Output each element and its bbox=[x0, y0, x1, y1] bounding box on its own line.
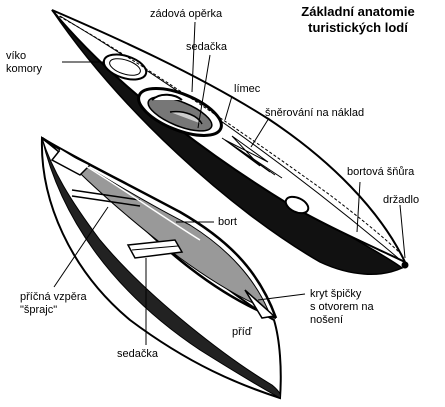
label-bow: příď bbox=[232, 326, 252, 338]
label-cockpit-rim: límec bbox=[234, 83, 261, 95]
diagram-title: Základní anatomie turistických lodí bbox=[301, 4, 415, 35]
label-deck-plate: kryt špičky s otvorem na nošení bbox=[310, 288, 374, 326]
label-seat-kayak: sedačka bbox=[186, 41, 227, 53]
label-handle: držadlo bbox=[383, 194, 420, 206]
kayak-drawing bbox=[51, 9, 409, 275]
label-hatch-cover: víko komory bbox=[6, 50, 43, 75]
label-seat-canoe: sedačka bbox=[117, 348, 158, 360]
leader-lines bbox=[53, 21, 406, 345]
label-thwart: příčná vzpěra "šprajc" bbox=[20, 291, 87, 316]
label-backrest: zádová opěrka bbox=[150, 8, 223, 20]
canoe-drawing bbox=[40, 135, 282, 400]
label-deck-lacing: šněrování na náklad bbox=[265, 107, 365, 119]
label-gunwale: bort bbox=[218, 216, 237, 228]
label-deck-line: bortová šňůra bbox=[347, 166, 415, 178]
